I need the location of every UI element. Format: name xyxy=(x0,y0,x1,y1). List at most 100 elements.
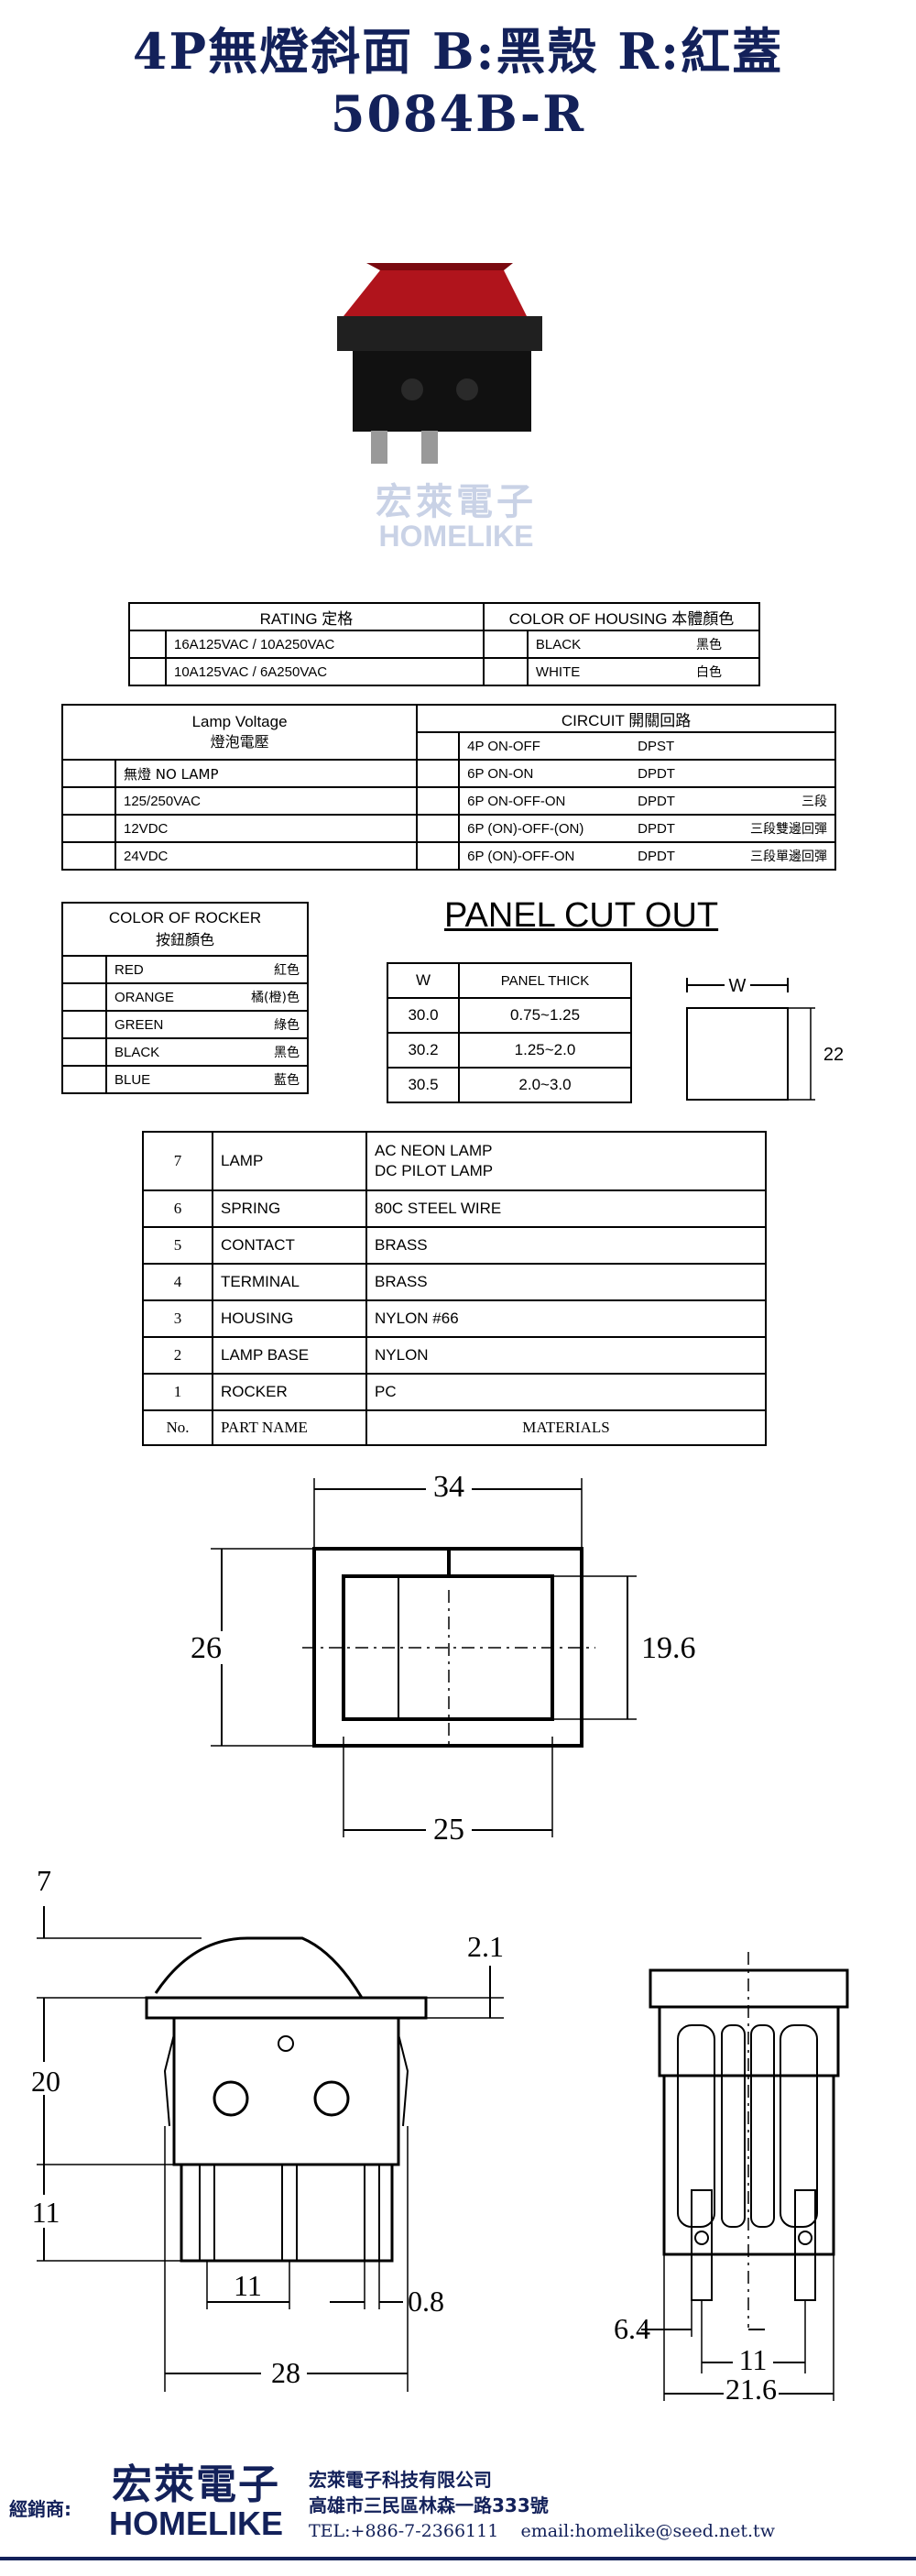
dim-top-inner: 19.6 xyxy=(641,1631,696,1665)
lamp-row-2: 125/250VAC xyxy=(114,786,419,816)
footer-company: 宏萊電子科技有限公司 xyxy=(309,2469,492,2491)
footer-rule xyxy=(0,2557,916,2560)
model-number: 5084B-R xyxy=(330,84,586,143)
material-value-3: NYLON #66 xyxy=(365,1299,767,1338)
panel-diagram-w: W xyxy=(729,976,747,996)
material-no-4: 4 xyxy=(142,1263,213,1301)
materials-footer-material: MATERIALS xyxy=(365,1409,767,1446)
housing-color-header: COLOR OF HOUSING 本體顏色 xyxy=(482,602,761,631)
material-part-3: HOUSING xyxy=(212,1299,367,1338)
material-part-7: LAMP xyxy=(212,1131,367,1191)
circuit-row-3: 6P ON-OFF-ON xyxy=(458,786,631,816)
circuit-row-4-note: 三段雙邊回彈 xyxy=(718,814,836,843)
circuit-row-4-type: DPDT xyxy=(630,814,719,843)
material-no-6: 6 xyxy=(142,1189,213,1228)
material-no-2: 2 xyxy=(142,1336,213,1375)
lamp-voltage-header-cn: 燈泡電壓 xyxy=(210,733,269,751)
rocker-color-3-cn: 綠色 xyxy=(214,1010,310,1039)
circuit-row-2: 6P ON-ON xyxy=(458,759,631,788)
material-value-2: NYLON xyxy=(365,1336,767,1375)
panel-thick-3: 2.0~3.0 xyxy=(458,1067,632,1103)
rocker-color-5: BLUE xyxy=(105,1065,215,1094)
dim-top-height: 26 xyxy=(191,1631,222,1665)
material-value-6: 80C STEEL WIRE xyxy=(365,1189,767,1228)
housing-color-2: WHITE xyxy=(526,657,671,686)
circuit-row-4: 6P (ON)-OFF-(ON) xyxy=(458,814,631,843)
circuit-row-2-type: DPDT xyxy=(630,759,719,788)
panel-cut-diagram: W 22 xyxy=(686,974,844,1101)
end-view-drawing: 6.4 11 21.6 xyxy=(614,1952,849,2401)
side-view-drawing: 7 20 11 2.1 11 0.8 28 xyxy=(23,1864,504,2392)
rocker-color-2: ORANGE xyxy=(105,982,215,1012)
footer-logo: 宏萊電子 HOMELIKE xyxy=(90,2463,302,2540)
page-title: 4P無燈斜面 B:黑殼 R:紅蓋 xyxy=(132,22,784,81)
panel-cut-out-title: PANEL CUT OUT xyxy=(444,896,719,935)
material-value-7: AC NEON LAMP DC PILOT LAMP xyxy=(365,1131,767,1191)
lamp-voltage-header-en: Lamp Voltage xyxy=(191,713,288,730)
circuit-table: Lamp Voltage 燈泡電壓 CIRCUIT 開關回路 4P ON-OFF… xyxy=(60,704,836,871)
housing-color-1: BLACK xyxy=(526,630,671,659)
circuit-row-5: 6P (ON)-OFF-ON xyxy=(458,841,631,871)
housing-color-1-cn: 黑色 xyxy=(671,630,761,659)
top-view-drawing: 34 26 19.6 25 xyxy=(179,1470,696,1847)
rating-value-1: 16A125VAC / 10A250VAC xyxy=(165,630,485,659)
material-value-7a: AC NEON LAMP xyxy=(375,1142,493,1159)
dim-side-rocker: 7 xyxy=(37,1864,51,1897)
material-no-3: 3 xyxy=(142,1299,213,1338)
dim-side-thick: 0.8 xyxy=(408,2285,444,2318)
material-part-1: ROCKER xyxy=(212,1373,367,1411)
dim-side-pitch: 11 xyxy=(234,2269,262,2302)
footer-logo-cn: 宏萊電子 xyxy=(112,2461,280,2508)
circuit-row-5-note: 三段單邊回彈 xyxy=(718,841,836,871)
circuit-row-2-note xyxy=(718,759,836,788)
panel-thick-header: PANEL THICK xyxy=(458,962,632,999)
dim-side-body: 20 xyxy=(31,2065,60,2098)
rocker-color-1-cn: 紅色 xyxy=(214,955,310,984)
rocker-color-2-cn: 橘(橙)色 xyxy=(214,982,310,1012)
panel-w-2: 30.2 xyxy=(387,1032,460,1069)
footer-tel: TEL:+886-7-2366111 xyxy=(309,2521,499,2541)
rating-header: RATING 定格 xyxy=(128,602,485,631)
lamp-row-4: 24VDC xyxy=(114,841,419,871)
circuit-row-3-type: DPDT xyxy=(630,786,719,816)
dim-side-terminal: 11 xyxy=(32,2196,60,2229)
material-part-5: CONTACT xyxy=(212,1226,367,1265)
material-part-6: SPRING xyxy=(212,1189,367,1228)
lamp-row-3: 12VDC xyxy=(114,814,419,843)
material-no-1: 1 xyxy=(142,1373,213,1411)
dim-top-width: 34 xyxy=(433,1470,464,1504)
dim-end-offset: 6.4 xyxy=(614,2312,650,2345)
dealer-label: 經銷商: xyxy=(9,2498,71,2520)
lamp-row-1: 無燈 NO LAMP xyxy=(114,759,419,788)
circuit-row-1-type: DPST xyxy=(630,731,719,761)
material-no-5: 5 xyxy=(142,1226,213,1265)
panel-w-header: W xyxy=(387,962,460,999)
rocker-color-header-en: COLOR OF ROCKER xyxy=(108,909,262,926)
rocker-color-header-cn: 按鈕顏色 xyxy=(155,931,214,948)
footer-info: 宏萊電子科技有限公司 高雄市三民區林森一路333號 TEL:+886-7-236… xyxy=(309,2467,775,2544)
material-value-7b: DC PILOT LAMP xyxy=(375,1162,494,1179)
logo-brand-en: HOMELIKE xyxy=(378,520,534,553)
rocker-color-3: GREEN xyxy=(105,1010,215,1039)
dim-top-bottom: 25 xyxy=(433,1813,464,1847)
dim-end-width: 21.6 xyxy=(725,2373,777,2401)
circuit-row-5-type: DPDT xyxy=(630,841,719,871)
footer-email[interactable]: email:homelike@seed.net.tw xyxy=(520,2521,775,2541)
rocker-color-5-cn: 藍色 xyxy=(214,1065,310,1094)
footer-logo-en: HOMELIKE xyxy=(108,2505,283,2542)
lamp-voltage-header: Lamp Voltage 燈泡電壓 xyxy=(60,704,419,761)
material-value-1: PC xyxy=(365,1373,767,1411)
material-part-2: LAMP BASE xyxy=(212,1336,367,1375)
dim-side-flange: 2.1 xyxy=(467,1930,504,1963)
footer-address: 高雄市三民區林森一路333號 xyxy=(309,2494,549,2516)
panel-w-3: 30.5 xyxy=(387,1067,460,1103)
materials-footer-no: No. xyxy=(142,1409,213,1446)
dim-end-pitch: 11 xyxy=(739,2343,768,2376)
circuit-row-1: 4P ON-OFF xyxy=(458,731,631,761)
circuit-row-3-note: 三段 xyxy=(718,786,836,816)
dim-side-width: 28 xyxy=(271,2356,300,2389)
material-no-7: 7 xyxy=(142,1131,213,1191)
panel-thick-1: 0.75~1.25 xyxy=(458,997,632,1034)
